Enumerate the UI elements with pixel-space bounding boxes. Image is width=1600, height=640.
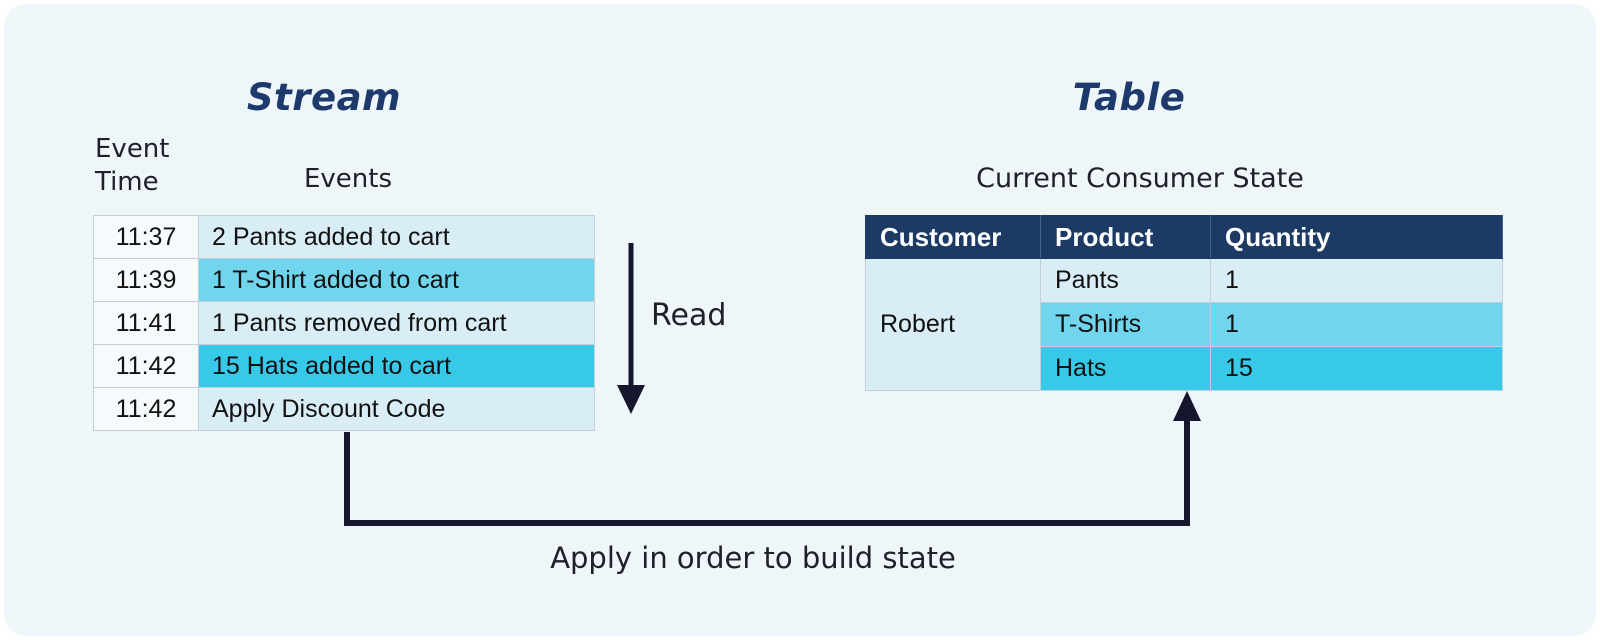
stream-row: 11:41 1 Pants removed from cart [93,301,595,345]
event-cell: 15 Hats added to cart [198,344,595,388]
current-consumer-state-caption: Current Consumer State [976,163,1304,194]
stream-events-table: 11:37 2 Pants added to cart 11:39 1 T-Sh… [93,215,595,431]
consumer-state-table: Customer Product Quantity Robert Pants 1… [865,215,1503,391]
event-cell: 1 T-Shirt added to cart [198,258,595,302]
stream-row: 11:37 2 Pants added to cart [93,215,595,259]
event-time-cell: 11:42 [93,387,199,431]
state-table-row: Robert Pants 1 [865,258,1503,391]
event-time-cell: 11:39 [93,258,199,302]
read-arrow-label: Read [651,298,727,333]
state-table-header-row: Customer Product Quantity [865,215,1503,259]
event-time-label-line2: Time [95,167,159,197]
quantity-cell: 1 [1210,302,1503,347]
apply-arrow-label: Apply in order to build state [550,541,956,575]
event-cell: 1 Pants removed from cart [198,301,595,345]
event-cell: Apply Discount Code [198,387,595,431]
event-time-column-label: Event Time [95,133,169,199]
quantity-cell: 1 [1210,258,1503,303]
quantity-cell: 15 [1210,346,1503,391]
event-time-label-line1: Event [95,134,170,164]
customer-column-header: Customer [865,215,1041,259]
quantity-column-header: Quantity [1210,215,1503,259]
event-time-cell: 11:41 [93,301,199,345]
product-cell: T-Shirts [1040,302,1211,347]
event-cell: 2 Pants added to cart [198,215,595,259]
product-column-header: Product [1040,215,1211,259]
event-time-cell: 11:42 [93,344,199,388]
product-cell: Pants [1040,258,1211,303]
stream-row: 11:39 1 T-Shirt added to cart [93,258,595,302]
table-title: Table [1072,76,1186,119]
event-time-cell: 11:37 [93,215,199,259]
state-table-row: T-Shirts 1 [866,302,1503,347]
stream-title: Stream [246,76,402,119]
customer-cell: Robert [865,258,1041,391]
stream-row: 11:42 15 Hats added to cart [93,344,595,388]
product-cell: Hats [1040,346,1211,391]
state-table-row: Hats 15 [866,346,1503,391]
stream-row: 11:42 Apply Discount Code [93,387,595,431]
events-column-label: Events [303,164,393,194]
